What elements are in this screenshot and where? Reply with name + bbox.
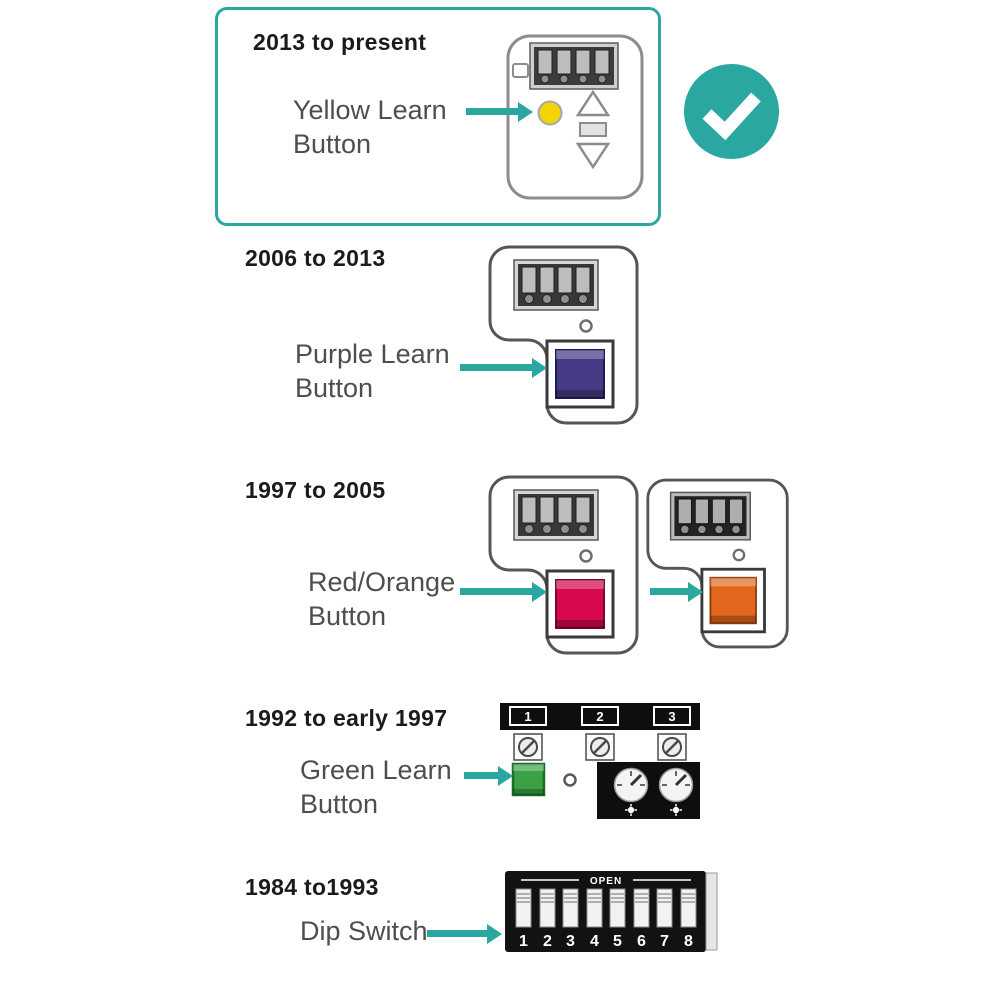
green-learn-label: Green Learn Button [300,753,452,821]
receiver-panel-1992-illustration: 1 2 3 [500,703,700,819]
receiver-red-illustration [488,475,639,655]
receiver-orange-illustration [646,478,789,649]
led-hole [563,773,577,787]
pointer-arrow-icon [466,108,518,115]
label-line: Button [308,601,387,631]
svg-text:3: 3 [668,709,675,724]
code-dial [613,767,649,803]
down-arrow-button [575,142,611,170]
green-learn-button [511,762,546,797]
purple-learn-label: Purple Learn Button [295,337,450,405]
led-hole [732,548,746,562]
led-hole [579,319,593,333]
label-line: Button [293,129,372,159]
code-dial [658,767,694,803]
label-line: Green Learn [300,755,452,785]
section-heading-2013: 2013 to present [253,29,427,55]
check-icon [684,64,779,159]
highlight-frame-2013 [215,7,661,226]
channel-box-2: 2 [581,706,619,726]
section-heading-1992: 1992 to early 1997 [245,705,448,731]
terminal-block [529,42,619,90]
svg-text:2: 2 [543,933,552,950]
svg-text:2: 2 [596,709,603,724]
label-line: Yellow Learn [293,95,447,125]
red-orange-label: Red/Orange Button [308,565,455,633]
pointer-arrow-icon [464,772,498,779]
opener-2013-illustration [506,34,644,200]
svg-text:5: 5 [613,933,622,950]
orange-learn-button [700,567,766,634]
channel-box-3: 3 [653,706,691,726]
svg-text:1: 1 [524,709,531,724]
side-port [512,63,529,78]
dip-switch-illustration: OPEN 1 2 3 4 [505,871,718,952]
pointer-arrow-icon [650,588,688,595]
open-label: OPEN [590,876,622,887]
label-line: Purple Learn [295,339,450,369]
pointer-arrow-icon [427,930,487,937]
middle-button [579,122,607,137]
svg-text:3: 3 [566,933,575,950]
channel-box-1: 1 [509,706,547,726]
terminal-block [513,489,599,541]
receiver-2006-illustration [488,245,639,425]
label-line: Button [300,789,379,819]
dip-switch-numbers: 1 2 3 4 5 6 7 8 [519,933,693,950]
svg-text:1: 1 [519,933,528,950]
svg-text:4: 4 [590,933,599,950]
dip-switch-levers [515,888,697,928]
svg-text:6: 6 [637,933,646,950]
screw-terminals [513,733,687,761]
brightness-icon [625,804,637,816]
section-heading-1997: 1997 to 2005 [245,477,386,503]
label-line: Dip Switch [300,916,428,946]
brightness-icon [670,804,682,816]
dip-switch-label: Dip Switch [300,914,428,948]
svg-text:8: 8 [684,933,693,950]
red-learn-button [545,569,615,639]
section-heading-1984: 1984 to1993 [245,874,379,900]
label-line: Red/Orange [308,567,456,597]
up-arrow-button [575,89,611,117]
terminal-block [513,259,599,311]
pointer-arrow-icon [460,364,532,371]
dip-switch-side [705,872,718,951]
purple-learn-button [545,339,615,409]
section-heading-2006: 2006 to 2013 [245,245,386,271]
yellow-learn-label: Yellow Learn Button [293,93,447,161]
terminal-block [669,491,751,541]
svg-text:7: 7 [660,933,669,950]
label-line: Button [295,373,374,403]
led-hole [579,549,593,563]
yellow-learn-button [537,100,563,126]
pointer-arrow-icon [460,588,532,595]
